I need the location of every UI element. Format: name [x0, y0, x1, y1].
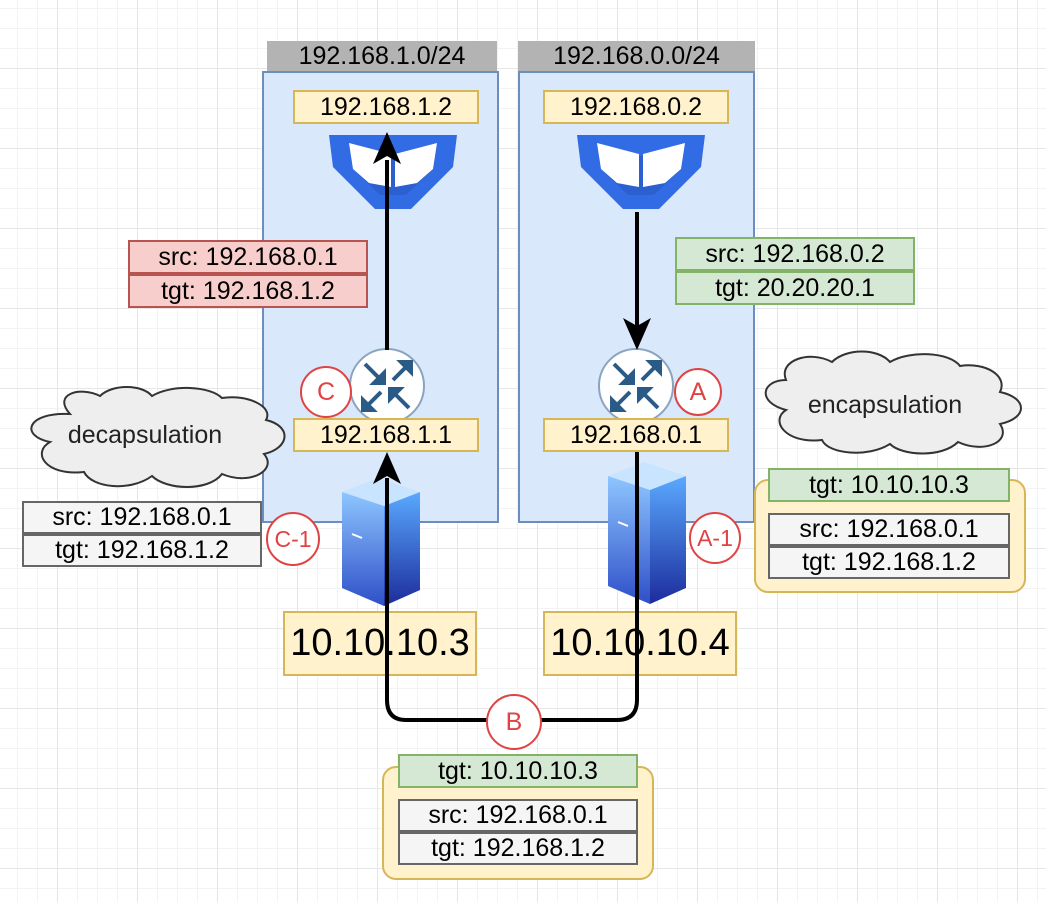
encap-inner-tgt: tgt: 192.168.1.2	[768, 546, 1010, 579]
encap-outer-tgt: tgt: 10.10.10.3	[768, 468, 1010, 502]
left-gateway-ip: 192.168.1.1	[293, 418, 479, 452]
wire-inner-tgt: tgt: 192.168.1.2	[398, 832, 638, 865]
subnet-right-cidr: 192.168.0.0/24	[518, 41, 755, 71]
inbound-pod-src: src: 192.168.0.1	[128, 240, 368, 274]
step-a-badge: A	[674, 368, 722, 416]
step-a1-badge: A-1	[689, 512, 741, 564]
right-pod-ip: 192.168.0.2	[543, 90, 729, 124]
left-pod-ip: 192.168.1.2	[293, 90, 479, 124]
step-c-badge: C	[300, 366, 352, 418]
decap-tgt: tgt: 192.168.1.2	[22, 534, 262, 567]
outbound-pod-tgt: tgt: 20.20.20.1	[675, 271, 915, 305]
wire-inner-src: src: 192.168.0.1	[398, 799, 638, 832]
subnet-left-cidr: 192.168.1.0/24	[267, 41, 497, 71]
encap-inner-src: src: 192.168.0.1	[768, 513, 1010, 546]
inbound-pod-tgt: tgt: 192.168.1.2	[128, 274, 368, 308]
encapsulation-label: encapsulation	[807, 390, 963, 419]
step-c1-badge: C-1	[266, 512, 320, 566]
step-b-badge: B	[486, 694, 542, 750]
right-gateway-ip: 192.168.0.1	[543, 418, 729, 452]
outbound-pod-src: src: 192.168.0.2	[675, 237, 915, 271]
right-host-ip: 10.10.10.4	[543, 611, 737, 676]
decap-src: src: 192.168.0.1	[22, 501, 262, 534]
wire-outer-tgt: tgt: 10.10.10.3	[398, 754, 638, 788]
decapsulation-label: decapsulation	[67, 420, 223, 449]
left-host-ip: 10.10.10.3	[283, 611, 477, 676]
